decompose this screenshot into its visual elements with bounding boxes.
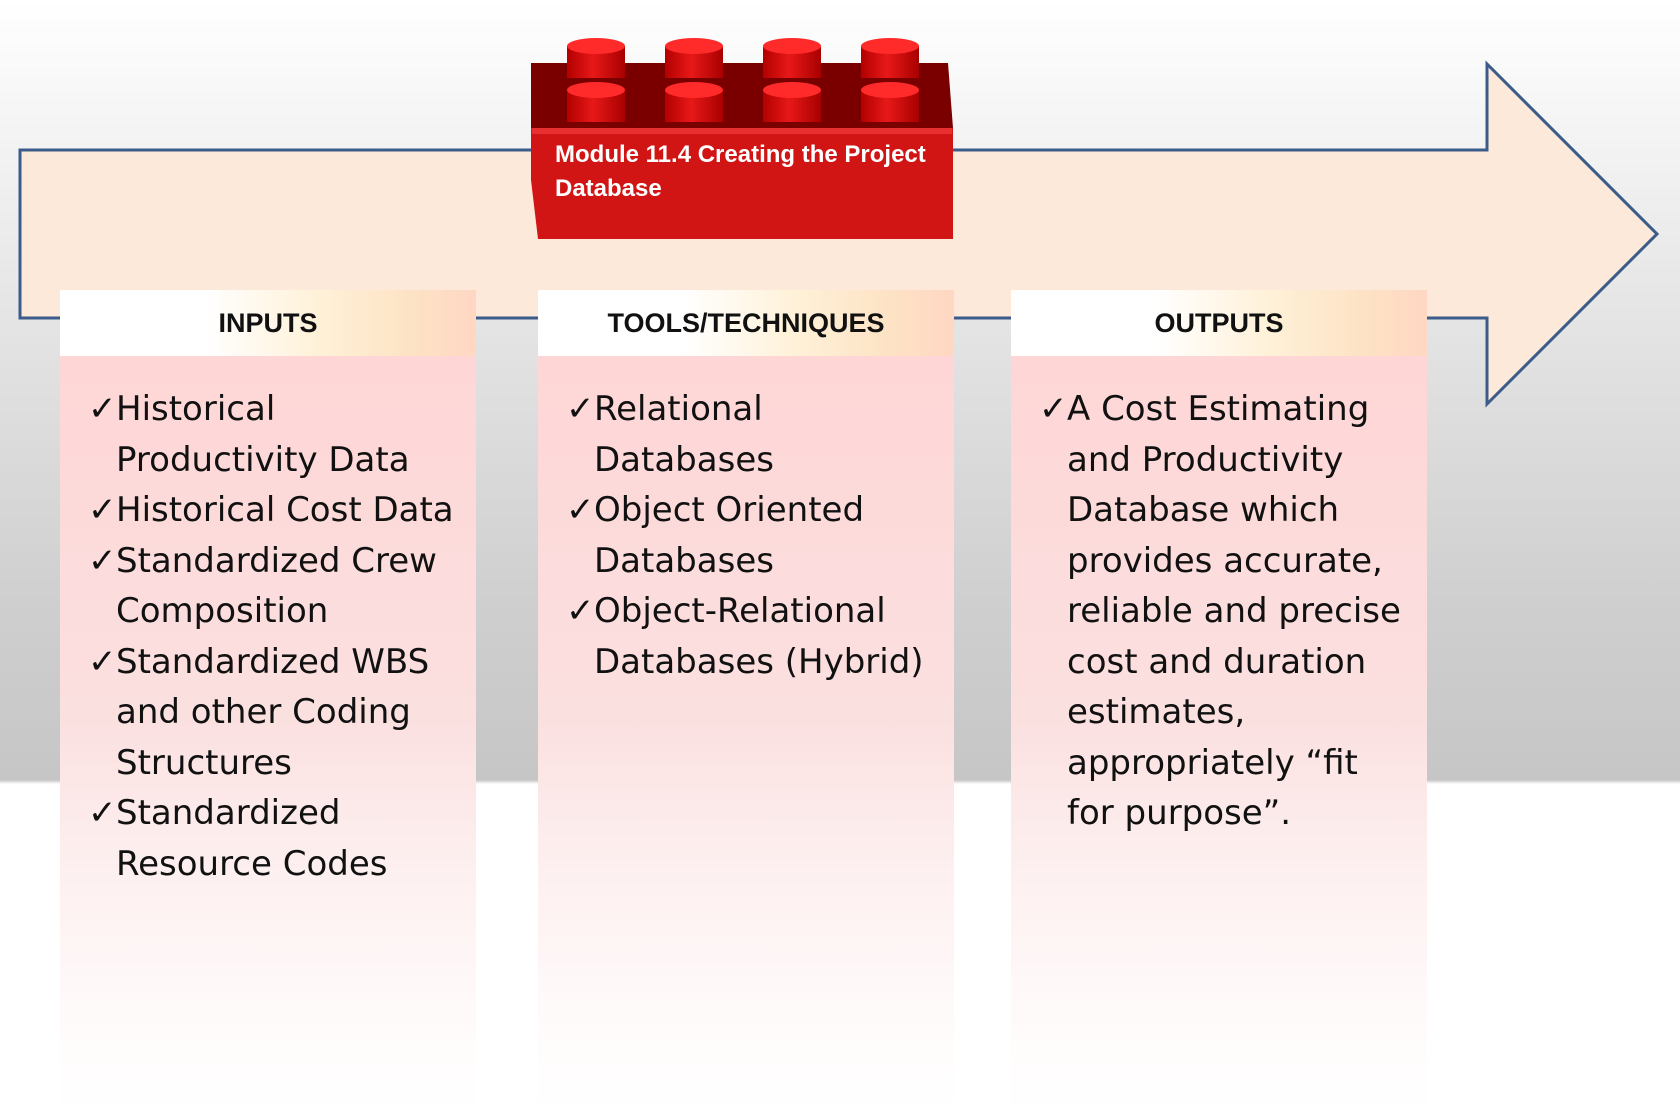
- checkmark-icon: ✓: [88, 490, 117, 530]
- inputs-panel: INPUTS ✓Historical Productivity Data ✓Hi…: [60, 290, 476, 1112]
- outputs-panel: OUTPUTS ✓A Cost Estimating and Productiv…: [1011, 290, 1427, 1112]
- tools-heading: TOOLS/TECHNIQUES: [538, 290, 954, 356]
- brick-top-face: [531, 63, 953, 128]
- module-title: Module 11.4 Creating the Project Databas…: [555, 141, 926, 202]
- list-item: ✓Standardized Resource Codes: [88, 788, 458, 889]
- list-item-text: Historical Productivity Data: [116, 389, 410, 480]
- inputs-heading: INPUTS: [60, 290, 476, 356]
- list-item: ✓Historical Productivity Data: [88, 384, 458, 485]
- checkmark-icon: ✓: [566, 591, 595, 631]
- brick-icon: [531, 38, 953, 239]
- brick-front-shade: [532, 128, 952, 134]
- list-item-text: Historical Cost Data: [116, 490, 454, 530]
- tools-list: ✓Relational Databases ✓Object Oriented D…: [538, 356, 954, 687]
- inputs-list: ✓Historical Productivity Data ✓Historica…: [60, 356, 476, 889]
- list-item-text: Standardized WBS and other Coding Struct…: [116, 641, 430, 783]
- outputs-heading: OUTPUTS: [1011, 290, 1427, 356]
- list-item: ✓Relational Databases: [566, 384, 936, 485]
- checkmark-icon: ✓: [1039, 389, 1068, 429]
- checkmark-icon: ✓: [88, 389, 117, 429]
- outputs-list: ✓A Cost Estimating and Productivity Data…: [1011, 356, 1427, 839]
- list-item-text: Standardized Crew Composition: [116, 540, 437, 632]
- list-item: ✓A Cost Estimating and Productivity Data…: [1039, 384, 1409, 839]
- list-item-text: Object-Relational Databases (Hybrid): [594, 591, 924, 682]
- list-item: ✓Object-Relational Databases (Hybrid): [566, 586, 936, 687]
- list-item-text: Standardized Resource Codes: [116, 793, 388, 884]
- list-item-text: A Cost Estimating and Productivity Datab…: [1067, 389, 1401, 833]
- checkmark-icon: ✓: [88, 641, 117, 682]
- list-item: ✓Standardized WBS and other Coding Struc…: [88, 637, 458, 789]
- checkmark-icon: ✓: [566, 490, 595, 530]
- list-item: ✓Standardized Crew Composition: [88, 536, 458, 637]
- brick-studs: [567, 38, 919, 122]
- list-item: ✓Historical Cost Data: [88, 485, 458, 536]
- list-item: ✓Object Oriented Databases: [566, 485, 936, 586]
- list-item-text: Object Oriented Databases: [594, 490, 865, 581]
- checkmark-icon: ✓: [88, 793, 117, 833]
- checkmark-icon: ✓: [566, 389, 595, 429]
- tools-panel: TOOLS/TECHNIQUES ✓Relational Databases ✓…: [538, 290, 954, 1112]
- checkmark-icon: ✓: [88, 540, 117, 581]
- brick-front-face: [531, 128, 953, 239]
- list-item-text: Relational Databases: [594, 389, 774, 480]
